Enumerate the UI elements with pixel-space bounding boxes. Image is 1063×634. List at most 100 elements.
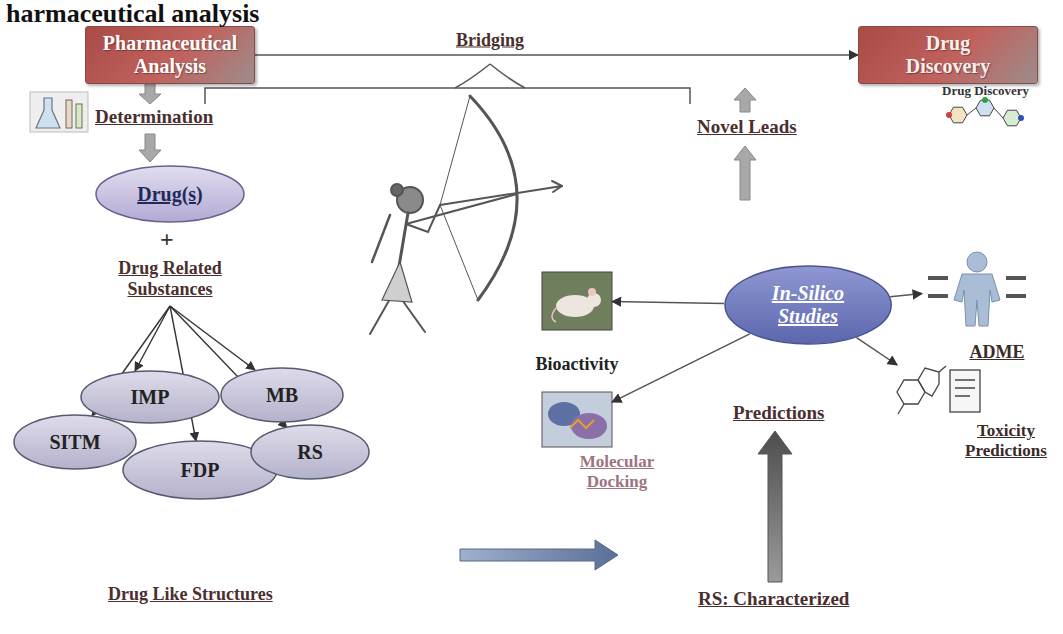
flask-symbol [36,98,60,128]
ellipse-label: SITM [49,431,100,454]
step-label: Novel Leads [697,116,797,138]
ellipse-shape [725,266,891,344]
label-holder: Novel Leads [697,116,797,138]
label-holder: + [160,226,174,254]
adme-bar [928,294,948,298]
archer-illustration [370,96,562,334]
step-label: Predictions [733,402,824,424]
picture-caption: Toxicity Predictions [956,421,1056,460]
molecule-bond [898,366,946,414]
bow-string [440,96,478,300]
page-title: harmaceutical analysis [6,0,260,28]
plus-sign: + [160,226,174,254]
connector-arrow [255,54,858,56]
picture-caption: Molecular Docking [572,452,662,491]
icon-caption: Drug Discovery [942,84,1029,99]
arrow-tip [552,181,562,192]
atom [946,112,952,118]
drug-discovery-icon [946,97,1024,126]
substance-ellipse: MB [220,367,344,423]
down-arrow [139,134,161,162]
archer-hair [391,184,403,196]
label-holder: Drug Related Substances [100,258,240,299]
ligand [570,420,594,428]
label-holder: Drug Like Structures [108,584,273,605]
picture-box: Molecular Docking [542,392,612,447]
adme-picture [928,252,1026,326]
test-tube-symbol [66,100,72,128]
ellipse-label: MB [266,384,298,407]
drug-ellipse: Drug(s) [95,165,245,223]
big-right-arrow [460,540,618,570]
bioactivity-picture [542,272,612,330]
connector-arrow [612,334,750,402]
picture-frame [542,392,612,447]
report-lines [955,380,975,396]
leader-arrow [135,306,170,371]
body-head [967,252,987,272]
picture-caption: ADME [962,342,1032,363]
adme-bar [1006,294,1026,298]
ellipse-label: IMP [131,386,170,409]
insilico-ellipse: In-Silico Studies [724,265,892,345]
label-holder: Drug Discovery [942,84,1029,99]
box-title: Pharmaceutical Analysis [95,32,245,78]
picture-box: ADME [922,248,1032,328]
atom [1018,115,1024,121]
mouse-ear [588,288,596,296]
label-holder: Predictions [733,402,824,424]
substance-ellipse: SITM [13,414,137,470]
ellipse-shape [81,371,219,423]
ellipse-shape [14,415,136,469]
adme-bar [1006,276,1026,280]
bow [470,96,517,300]
archer-garment [382,262,412,302]
box-title: Drug Discovery [898,32,998,78]
body-figure [954,274,1000,326]
header-box: Drug Discovery [858,26,1038,84]
label-holder: RS: Characterized [698,588,849,610]
edge-label: Bridging [452,30,528,51]
quiver [372,215,390,262]
up-arrow [734,88,756,112]
report-sheet [950,370,980,412]
molecule-ring [918,368,939,396]
ellipse-label: Drug(s) [137,183,203,206]
label-holder: Determination [95,106,213,128]
step-label: RS: Characterized [698,588,849,610]
title-holder: harmaceutical analysis [6,0,260,28]
up-arrow [734,146,756,200]
archer-front-arm [406,194,517,224]
connector-arrow [612,302,724,304]
substance-ellipse: IMP [80,370,220,424]
picture-frame [542,272,612,330]
down-arrow [139,82,161,104]
substance-ellipse: RS [250,424,370,480]
arrow-shaft [440,186,562,205]
step-label: Determination [95,106,213,128]
edge-label-holder: Bridging [452,30,528,51]
group-label: Drug Like Structures [108,584,273,605]
bond [967,108,1003,118]
protein-blob [571,413,607,439]
brace [455,64,525,88]
ellipse-label: FDP [181,459,220,482]
ellipse-label: RS [297,441,323,464]
bracket [205,88,690,104]
adme-bar [928,276,948,280]
group-label: Drug Related Substances [100,258,240,299]
docking-picture [542,392,612,447]
connector-arrow [890,294,922,297]
picture-box: Bioactivity [542,272,612,330]
ellipse-label: In-Silico Studies [753,282,863,328]
lab-icon [30,92,88,132]
connector-arrow [857,338,898,365]
lab-icon-ground [30,92,88,132]
big-up-arrow [758,431,792,582]
leader-arrow [170,306,255,370]
ellipse-shape [251,425,369,479]
header-box: Pharmaceutical Analysis [85,26,255,84]
